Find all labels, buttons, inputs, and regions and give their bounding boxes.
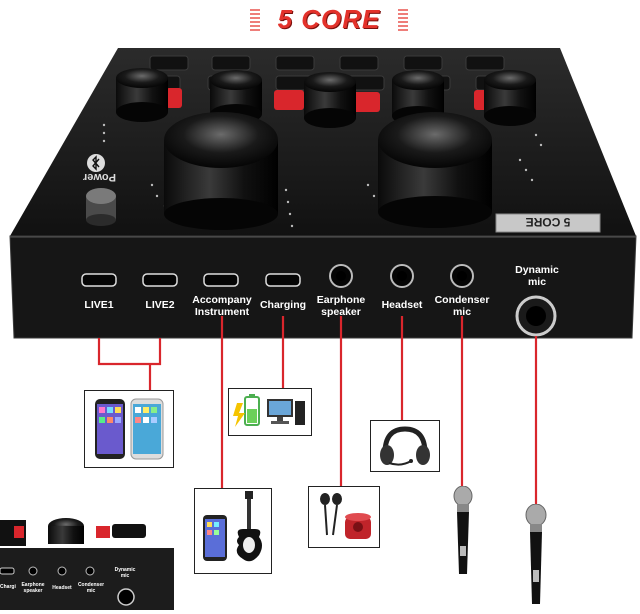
inset-label-charging: Charging bbox=[0, 584, 16, 590]
port-label-live2: LIVE2 bbox=[145, 299, 175, 311]
accessory-box-charging bbox=[228, 388, 312, 436]
device-front-panel bbox=[9, 235, 637, 339]
port-label-condenser-mic: Condenser mic bbox=[434, 294, 490, 318]
speaker-icon bbox=[345, 513, 371, 539]
port-label-accompany-instrument: Accompany Instrument bbox=[192, 294, 252, 318]
smartphone-icon bbox=[203, 515, 227, 561]
port-label-headset: Headset bbox=[381, 299, 423, 311]
accessory-box-phones bbox=[84, 390, 174, 468]
bluetooth-icon bbox=[87, 154, 105, 172]
accessory-box-instrument bbox=[194, 488, 272, 574]
connection-lines bbox=[97, 316, 538, 506]
brand-logo: 5 CORE bbox=[250, 4, 408, 34]
inset-device bbox=[0, 518, 174, 610]
big-knobs bbox=[164, 112, 492, 230]
guitar-icon bbox=[236, 491, 262, 562]
power-knob bbox=[86, 188, 116, 226]
microphone-icon bbox=[453, 486, 473, 574]
earphones-icon bbox=[320, 493, 342, 536]
microphone-icon bbox=[525, 504, 547, 604]
front-ports bbox=[81, 264, 557, 337]
inset-label-headset: Headset bbox=[52, 585, 72, 591]
smartphone-icon bbox=[95, 398, 164, 460]
port-label-charging: Charging bbox=[259, 299, 307, 311]
device-badge-text: 5 CORE bbox=[526, 215, 571, 229]
accessory-box-headset bbox=[370, 420, 440, 472]
port-label-earphone-speaker: Earphone speaker bbox=[316, 294, 366, 318]
inset-label-condenser-mic: Condenser mic bbox=[77, 582, 105, 594]
computer-icon bbox=[267, 399, 305, 425]
power-label: Power bbox=[82, 171, 116, 183]
port-label-dynamic-mic: Dynamic mic bbox=[515, 264, 559, 288]
inset-label-earphone-speaker: Earphone speaker bbox=[21, 582, 45, 594]
accessory-box-earphone-speaker bbox=[308, 486, 380, 548]
headset-icon bbox=[380, 426, 430, 466]
brand-logo-text: 5 CORE bbox=[277, 3, 381, 34]
port-label-live1: LIVE1 bbox=[84, 299, 114, 311]
battery-icon bbox=[233, 394, 260, 427]
inset-label-dynamic-mic: Dynamic mic bbox=[114, 567, 136, 579]
